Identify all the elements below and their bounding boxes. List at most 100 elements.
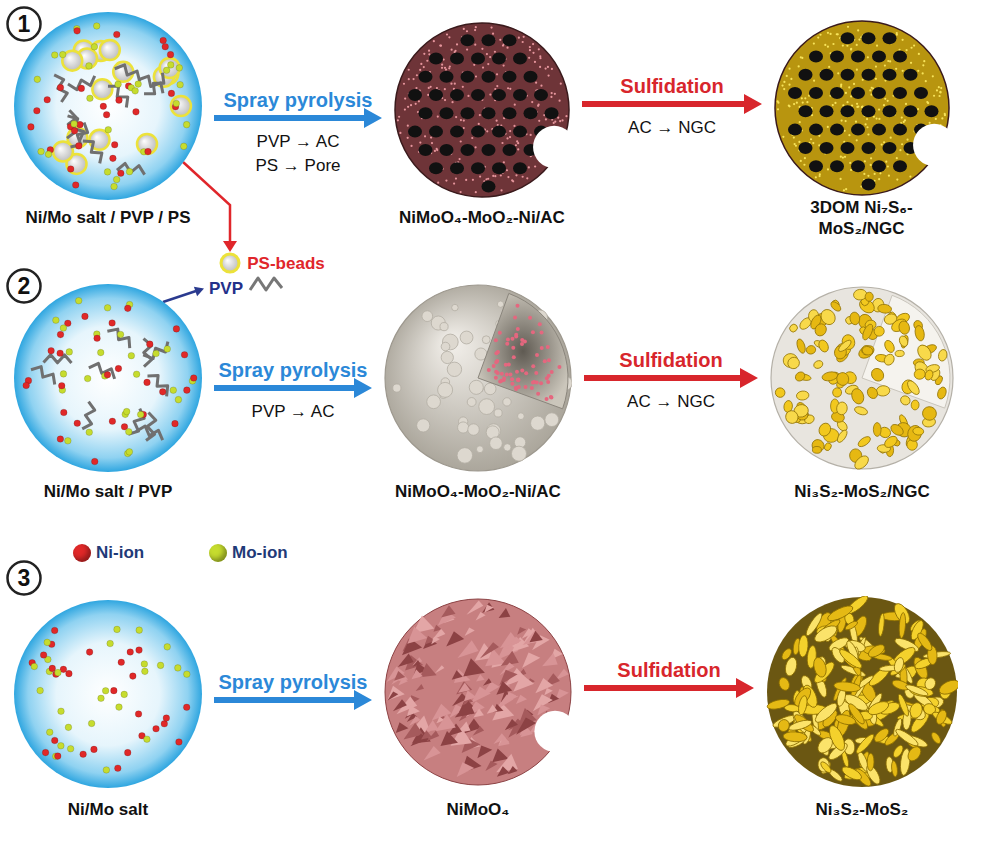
surface-speck <box>444 99 446 101</box>
surface-speck <box>849 162 851 164</box>
crystal-facet <box>480 642 499 658</box>
ion-dot <box>514 334 518 338</box>
ion-dot <box>54 753 61 760</box>
ion-dot <box>557 365 561 369</box>
surface-speck <box>786 75 788 77</box>
surface-speck <box>496 85 498 87</box>
surface-speck <box>515 144 517 146</box>
ion-dot <box>45 151 52 158</box>
macropore <box>851 124 865 136</box>
sulfide-flake <box>854 732 876 755</box>
sulfide-flake <box>812 656 829 679</box>
macropore <box>883 105 897 117</box>
macropore <box>482 107 496 119</box>
surface-speck <box>881 143 883 145</box>
ion-dot <box>163 67 170 74</box>
surface-speck <box>416 74 418 76</box>
ion-dot <box>59 51 66 58</box>
surface-speck <box>922 72 924 74</box>
crystal-facet <box>522 652 540 667</box>
macropore <box>788 87 802 99</box>
macropore <box>820 142 834 154</box>
crystal-facet <box>496 681 512 695</box>
crystal-facet <box>427 730 440 741</box>
ion-dot <box>172 420 179 427</box>
macropore <box>534 89 548 101</box>
sulfide-flake <box>937 677 958 697</box>
surface-speck <box>473 64 475 66</box>
surface-speck <box>848 86 850 88</box>
sulfide-particle <box>854 405 869 416</box>
ion-dot <box>512 355 516 359</box>
macropore <box>872 87 886 99</box>
macropore <box>461 34 475 46</box>
pvp-chain <box>143 342 171 362</box>
surface-speck <box>902 70 904 72</box>
surface-speck <box>871 87 873 89</box>
crystal-facet <box>387 686 404 701</box>
ion-dot <box>175 665 182 672</box>
process-label: Spray pyrolysis <box>219 671 368 694</box>
ion-dot <box>86 649 93 656</box>
crystal-facet <box>407 705 420 716</box>
transformation-note: PS → Pore <box>255 156 340 176</box>
surface-speck <box>539 66 541 68</box>
surface-speck <box>475 146 477 148</box>
transformation-note: AC → NGC <box>628 118 716 138</box>
particle-illustration <box>766 596 958 788</box>
transformation-note: AC → NGC <box>627 392 715 412</box>
sulfide-particle <box>869 366 886 384</box>
pvp-chain <box>54 73 69 102</box>
sulfide-particle <box>850 387 866 406</box>
crystal-facet <box>467 600 484 614</box>
surface-speck <box>815 176 817 178</box>
callout-label: PVP <box>209 279 243 299</box>
sulfide-particle <box>898 320 911 335</box>
ion-dot <box>550 370 554 374</box>
ion-dot <box>183 121 190 128</box>
macropore <box>862 178 876 190</box>
surface-speck <box>535 82 537 84</box>
particle-label: NiMoO₄-MoO₂-Ni/AC <box>399 208 566 229</box>
surface-speck <box>933 95 935 97</box>
crystal-facet <box>499 608 511 618</box>
ion-dot <box>66 670 73 677</box>
macropore <box>524 107 538 119</box>
surface-speck <box>423 66 425 68</box>
macropore <box>440 107 454 119</box>
surface-bump <box>490 437 503 450</box>
ion-dot <box>510 377 514 381</box>
crystal-facet <box>498 736 510 746</box>
surface-speck <box>799 121 801 123</box>
sulfide-flake <box>846 702 866 726</box>
ion-dot <box>534 371 538 375</box>
ion-dot <box>177 81 184 88</box>
surface-speck <box>489 93 491 95</box>
surface-bump <box>518 413 525 420</box>
pvp-chain <box>68 76 97 92</box>
surface-speck <box>935 118 937 120</box>
ion-dot <box>531 330 535 334</box>
ion-dot <box>162 43 169 50</box>
surface-bump <box>482 336 490 344</box>
surface-speck <box>866 118 868 120</box>
surface-speck <box>853 83 855 85</box>
surface-speck <box>873 116 875 118</box>
surface-speck <box>932 75 934 77</box>
surface-speck <box>800 160 802 162</box>
surface-bump <box>511 446 526 461</box>
surface-speck <box>777 100 779 102</box>
crystal-facet <box>485 761 497 771</box>
legend-swatch <box>73 544 91 562</box>
ion-dot <box>107 640 114 647</box>
surface-speck <box>410 104 412 106</box>
sulfide-particle <box>913 368 926 380</box>
surface-speck <box>528 166 530 168</box>
sulfide-particle <box>921 405 939 422</box>
surface-speck <box>939 91 941 93</box>
surface-speck <box>847 26 849 28</box>
process-label: Spray pyrolysis <box>224 89 373 112</box>
sulfide-flake <box>896 693 910 717</box>
particle-label: NiMoO₄-MoO₂-Ni/AC <box>395 482 562 503</box>
surface-bump <box>531 416 545 430</box>
